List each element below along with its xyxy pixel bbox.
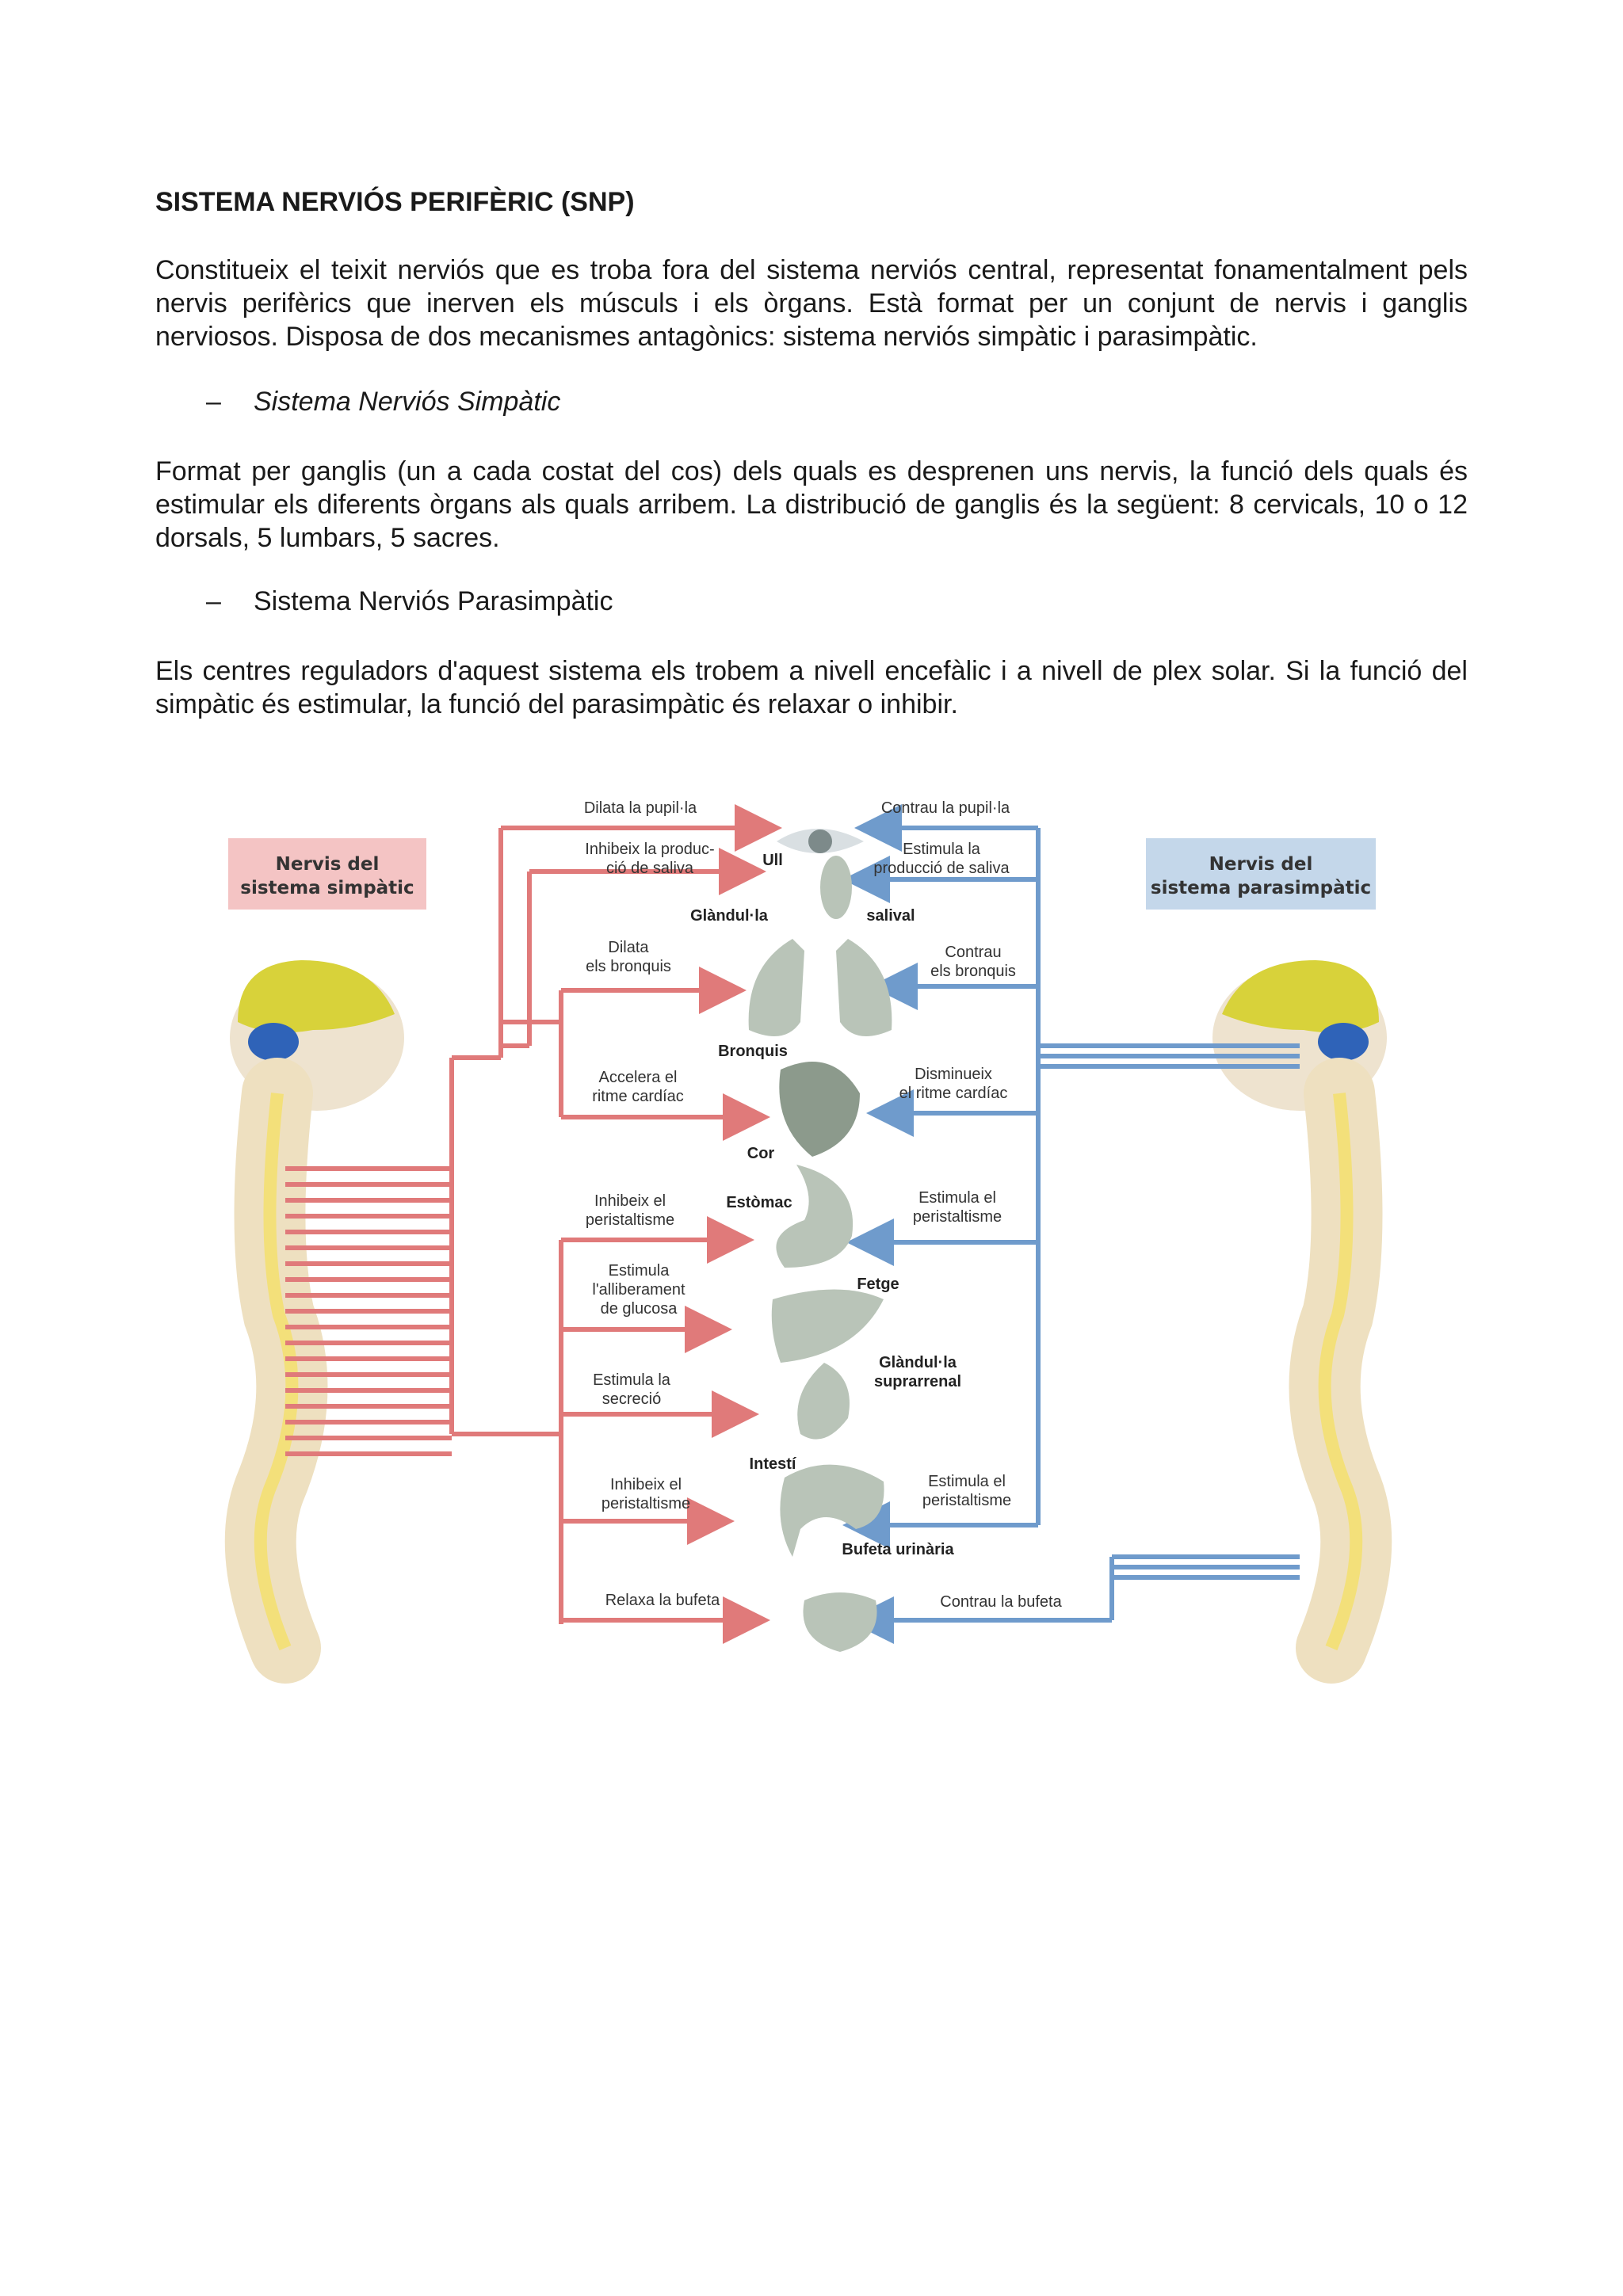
para-bladder-label: Contrau la bufeta — [940, 1593, 1062, 1611]
bladder-shape — [803, 1592, 876, 1652]
para-bronchi-label-2: els bronquis — [930, 963, 1016, 980]
para-stomach-label-1: Estimula el — [918, 1189, 996, 1207]
symp-saliva-label-1: Inhibeix la produc- — [585, 841, 714, 858]
para-intestine-label-1: Estimula el — [928, 1473, 1006, 1490]
para-saliva-label-1: Estimula la — [903, 841, 981, 858]
symp-heart-label-1: Accelera el — [599, 1069, 678, 1086]
heart-shape — [779, 1062, 860, 1157]
sympathetic-nerve-lines — [285, 828, 561, 1624]
salivary-gland-shape — [820, 856, 852, 919]
symp-intestine-label-2: peristaltisme — [601, 1495, 690, 1512]
organ-gland-right-label: salival — [866, 907, 915, 925]
left-lung — [749, 939, 804, 1036]
symp-saliva-label-2: ció de saliva — [606, 860, 694, 877]
organ-adrenal-label-1: Glàndul·la — [879, 1354, 957, 1371]
symp-glucose-label-1: Estimula — [609, 1262, 670, 1280]
symp-intestine-label-1: Inhibeix el — [610, 1476, 682, 1493]
organ-liver-label: Fetge — [857, 1276, 899, 1293]
eye-pupil — [808, 830, 832, 853]
symp-pupil-label: Dilata la pupil·la — [584, 799, 697, 817]
parasympathetic-nerve-lines — [1038, 828, 1300, 1620]
symp-secretion-label-2: secreció — [602, 1390, 661, 1408]
left-cerebellum — [248, 1023, 299, 1061]
symp-secretion-label-1: Estimula la — [593, 1371, 671, 1389]
para-intestine-label-2: peristaltisme — [922, 1492, 1011, 1509]
sympathetic-box-line1: Nervis del — [276, 854, 380, 875]
right-lung — [836, 939, 892, 1036]
organ-stomach-label: Estòmac — [726, 1194, 792, 1211]
left-brain — [238, 960, 395, 1032]
para-pupil-label: Contrau la pupil·la — [881, 799, 1010, 817]
organ-bronchi-label: Bronquis — [718, 1043, 788, 1060]
para-stomach-label-2: peristaltisme — [913, 1208, 1002, 1226]
para-heart-label-1: Disminueix — [915, 1066, 992, 1083]
symp-glucose-label-3: de glucosa — [601, 1300, 678, 1318]
symp-heart-label-2: ritme cardíac — [592, 1088, 684, 1105]
symp-bronchi-label-1: Dilata — [608, 939, 649, 956]
symp-bladder-label: Relaxa la bufeta — [605, 1592, 720, 1609]
symp-stomach-label-1: Inhibeix el — [594, 1192, 666, 1210]
para-saliva-label-2: producció de saliva — [873, 860, 1010, 877]
left-skeleton-illustration — [230, 960, 404, 1648]
para-bronchi-label-1: Contrau — [945, 944, 1001, 961]
organ-intestine-label: Intestí — [750, 1455, 797, 1473]
organ-adrenal-label-2: suprarrenal — [874, 1373, 961, 1390]
right-cerebellum — [1318, 1023, 1369, 1061]
para-heart-label-2: el ritme cardíac — [899, 1085, 1008, 1102]
organ-gland-left-label: Glàndul·la — [690, 907, 769, 925]
stomach-shape — [776, 1165, 853, 1268]
symp-glucose-label-2: l'alliberament — [592, 1281, 685, 1299]
parasympathetic-box-line2: sistema parasimpàtic — [1151, 878, 1371, 898]
liver-shape — [772, 1290, 884, 1363]
symp-stomach-label-2: peristaltisme — [586, 1211, 674, 1229]
parasympathetic-box-line1: Nervis del — [1209, 854, 1313, 875]
organ-heart-label: Cor — [747, 1145, 775, 1162]
sympathetic-box-line2: sistema simpàtic — [240, 878, 414, 898]
organ-eye-label: Ull — [762, 852, 783, 869]
right-skeleton-illustration — [1212, 960, 1387, 1648]
organ-bladder-label: Bufeta urinària — [842, 1541, 954, 1558]
right-brain — [1222, 960, 1379, 1032]
adrenal-shape — [797, 1363, 850, 1440]
symp-bronchi-label-2: els bronquis — [586, 958, 671, 975]
